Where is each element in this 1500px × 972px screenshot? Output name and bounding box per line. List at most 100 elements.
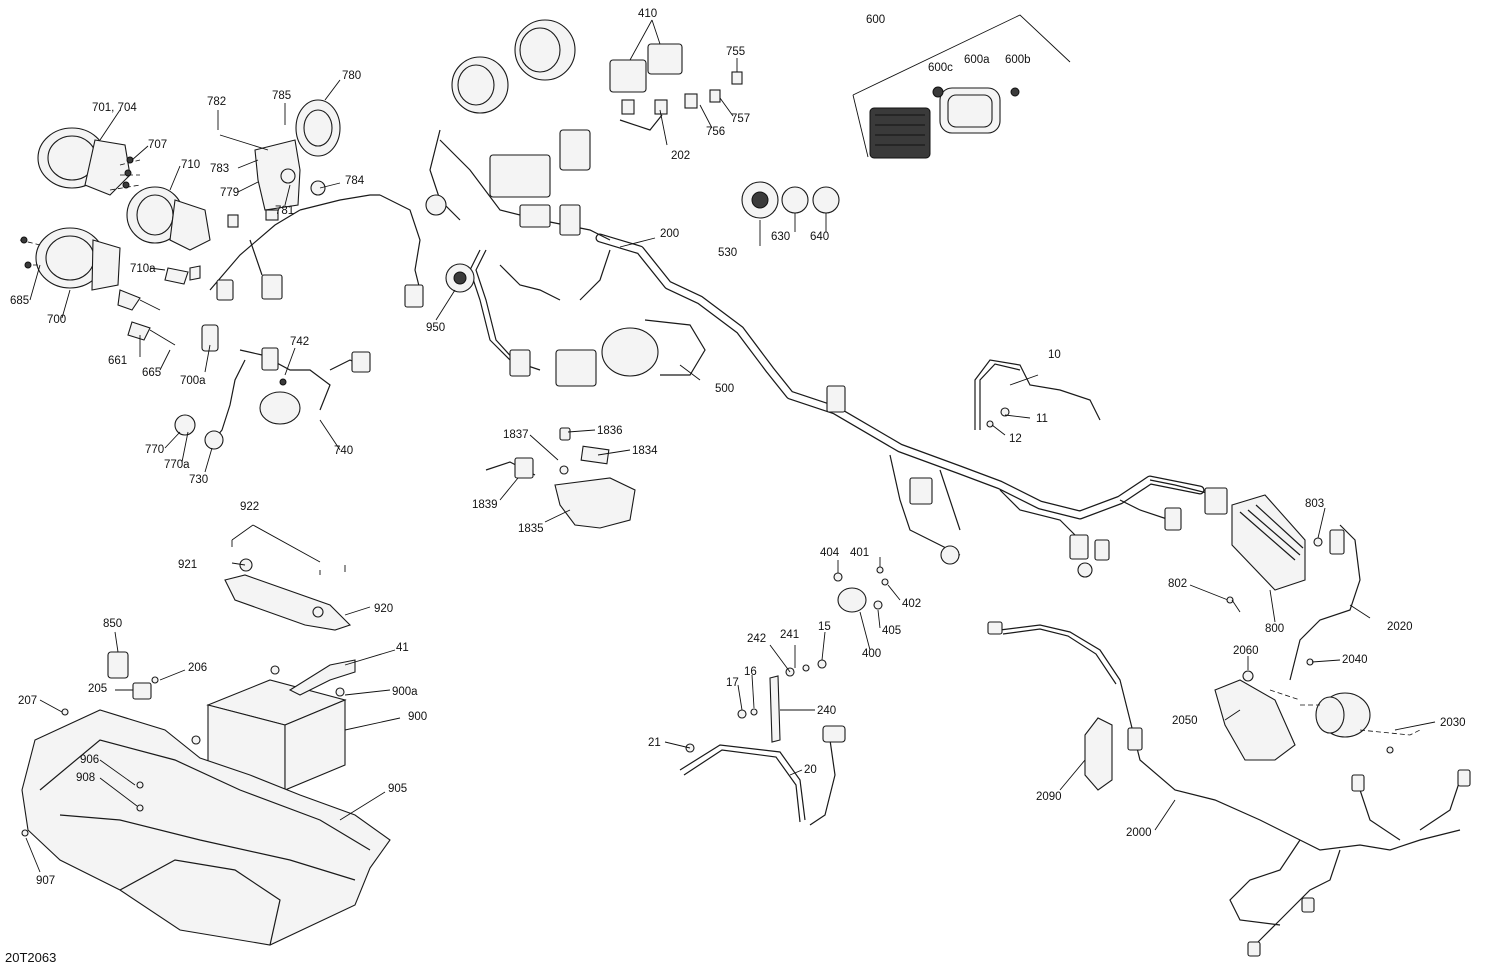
callout-665: 665 — [142, 367, 161, 379]
callout-906: 906 — [80, 754, 99, 766]
module-500 — [509, 319, 706, 387]
callout-700: 700 — [47, 314, 66, 326]
callout-500: 500 — [715, 383, 734, 395]
callout-908: 908 — [76, 772, 95, 784]
callout-15: 15 — [818, 621, 831, 633]
callout-2000: 2000 — [1126, 827, 1152, 839]
gauge-cluster — [425, 19, 611, 241]
callout-742: 742 — [290, 336, 309, 348]
callout-755: 755 — [726, 46, 745, 58]
callout-920: 920 — [374, 603, 393, 615]
callout-710a: 710a — [130, 263, 156, 275]
callout-921: 921 — [178, 559, 197, 571]
callout-2030: 2030 — [1440, 717, 1466, 729]
callout-900: 900 — [408, 711, 427, 723]
callout-202: 202 — [671, 150, 690, 162]
callout-41: 41 — [396, 642, 409, 654]
callout-770a: 770a — [164, 459, 190, 471]
callout-630: 630 — [771, 231, 790, 243]
callout-207: 207 — [18, 695, 37, 707]
callout-685: 685 — [10, 295, 29, 307]
callout-780: 780 — [342, 70, 361, 82]
callout-404: 404 — [820, 547, 840, 559]
callout-402: 402 — [902, 598, 921, 610]
callout-206: 206 — [188, 662, 207, 674]
callout-905: 905 — [388, 783, 407, 795]
callout-900a: 900a — [392, 686, 418, 698]
callout-803: 803 — [1305, 498, 1324, 510]
callout-701-704: 701, 704 — [92, 102, 137, 114]
callout-241: 241 — [780, 629, 799, 641]
ignition-950 — [404, 263, 475, 308]
relays-410 — [609, 19, 743, 146]
callout-200: 200 — [660, 228, 679, 240]
harness-2000 — [987, 621, 1471, 957]
callout-950: 950 — [426, 322, 445, 334]
callout-756: 756 — [706, 126, 725, 138]
callout-661: 661 — [108, 355, 127, 367]
callout-10: 10 — [1048, 349, 1061, 361]
callout-405: 405 — [882, 625, 901, 637]
callout-240: 240 — [817, 705, 836, 717]
callout-922: 922 — [240, 501, 259, 513]
horn-780 — [216, 99, 341, 301]
switches — [741, 181, 840, 219]
callout-600: 600 — [866, 14, 885, 26]
ecu-600 — [852, 14, 1071, 159]
callout-2050: 2050 — [1172, 715, 1198, 727]
cable-10 — [974, 359, 1101, 430]
actuator-2040 — [1214, 658, 1421, 761]
callout-600a: 600a — [964, 54, 990, 66]
pedal-sensor-1835 — [485, 427, 636, 529]
callout-802: 802 — [1168, 578, 1187, 590]
callout-20: 20 — [804, 764, 817, 776]
callout-400: 400 — [862, 648, 881, 660]
callout-1835: 1835 — [518, 523, 544, 535]
callout-907: 907 — [36, 875, 55, 887]
callout-781: 781 — [275, 205, 294, 217]
callout-740: 740 — [334, 445, 353, 457]
callout-17: 17 — [726, 677, 739, 689]
callout-783: 783 — [210, 163, 229, 175]
callout-1836: 1836 — [597, 425, 623, 437]
callout-1837: 1837 — [503, 429, 529, 441]
regulator-800 — [1189, 494, 1361, 681]
callout-730: 730 — [189, 474, 208, 486]
headlights — [19, 127, 211, 346]
battery-tray-905 — [21, 651, 391, 946]
diagram-reference-number: 20T2063 — [5, 950, 56, 965]
callout-242: 242 — [747, 633, 766, 645]
callout-2040: 2040 — [1342, 654, 1368, 666]
callout-800: 800 — [1265, 623, 1284, 635]
callout-782: 782 — [207, 96, 226, 108]
strap-920 — [224, 524, 352, 631]
callout-784: 784 — [345, 175, 365, 187]
callout-530: 530 — [718, 247, 737, 259]
callout-11: 11 — [1036, 413, 1048, 425]
cable-20 — [679, 725, 846, 826]
callout-1834: 1834 — [632, 445, 658, 457]
callout-2020: 2020 — [1387, 621, 1413, 633]
callout-21: 21 — [648, 737, 661, 749]
callout-707: 707 — [148, 139, 167, 151]
callout-1839: 1839 — [472, 499, 498, 511]
callout-600c: 600c — [928, 62, 953, 74]
callout-757: 757 — [731, 113, 750, 125]
solenoid-400 — [737, 566, 889, 743]
callout-850: 850 — [103, 618, 122, 630]
callout-710: 710 — [181, 159, 200, 171]
switch-740 — [174, 324, 301, 450]
callout-2060: 2060 — [1233, 645, 1259, 657]
callout-600b: 600b — [1005, 54, 1031, 66]
callout-410: 410 — [638, 8, 657, 20]
callout-700a: 700a — [180, 375, 206, 387]
callout-770: 770 — [145, 444, 164, 456]
callout-12: 12 — [1009, 433, 1022, 445]
callout-16: 16 — [744, 666, 757, 678]
callout-205: 205 — [88, 683, 107, 695]
callout-779: 779 — [220, 187, 239, 199]
callout-640: 640 — [810, 231, 829, 243]
callout-785: 785 — [272, 90, 291, 102]
callout-401: 401 — [850, 547, 869, 559]
